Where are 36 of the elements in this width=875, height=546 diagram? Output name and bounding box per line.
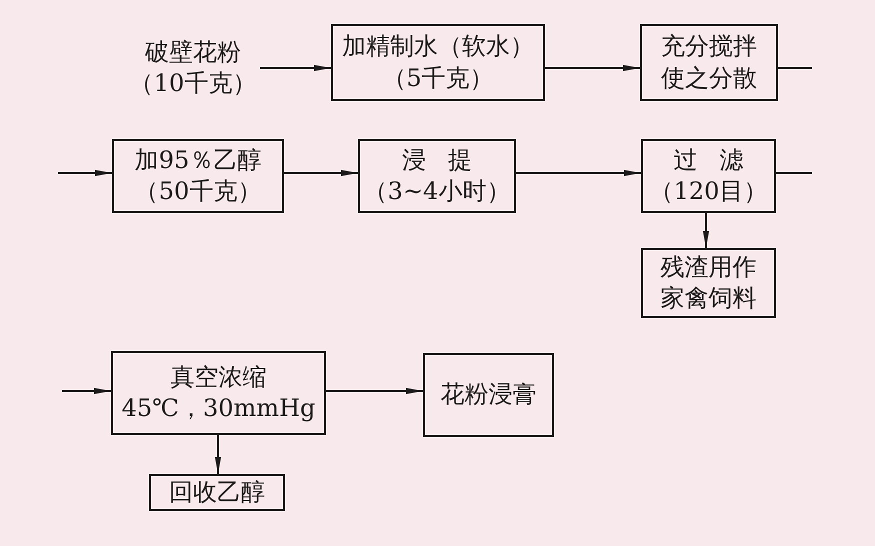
step-label: 破壁花粉 <box>145 36 241 68</box>
arrow <box>702 213 710 248</box>
step-note: （10千克） <box>130 68 256 99</box>
arrow <box>545 64 640 72</box>
step-label: 过滤 <box>674 144 765 176</box>
process-box <box>641 248 776 318</box>
step-note: （50千克） <box>134 176 262 207</box>
step-label: 浸提 <box>402 144 494 176</box>
step-note: （120目） <box>650 176 768 207</box>
step-label: 充分搅拌使之分散 <box>660 31 758 94</box>
arrow <box>326 388 423 394</box>
process-box <box>358 139 516 213</box>
process-box <box>641 139 776 213</box>
process-box <box>423 353 554 437</box>
step-note: 45℃，30mmHg <box>122 393 316 424</box>
step-label: 残渣用作家禽饲料 <box>659 252 758 314</box>
step-note: （3~4小时） <box>364 176 510 207</box>
step-label: 加精制水（软水） <box>342 31 534 62</box>
arrow <box>260 64 331 72</box>
step-label: 花粉浸膏 <box>440 379 536 410</box>
arrow <box>214 435 222 474</box>
step-label: 真空浓缩 <box>170 362 266 393</box>
arrow <box>516 170 641 176</box>
step-label: 加95％乙醇 <box>134 144 262 176</box>
connector-line <box>778 67 812 69</box>
step-label: 回收乙醇 <box>169 476 265 508</box>
process-box <box>111 351 326 435</box>
connector-line <box>776 172 812 174</box>
process-box <box>331 24 545 101</box>
arrow <box>62 388 111 394</box>
step-note: （5千克） <box>382 62 494 94</box>
arrow <box>58 170 112 176</box>
arrow <box>284 170 358 176</box>
process-box <box>640 24 778 101</box>
process-box <box>149 474 285 511</box>
process-box <box>112 139 284 213</box>
